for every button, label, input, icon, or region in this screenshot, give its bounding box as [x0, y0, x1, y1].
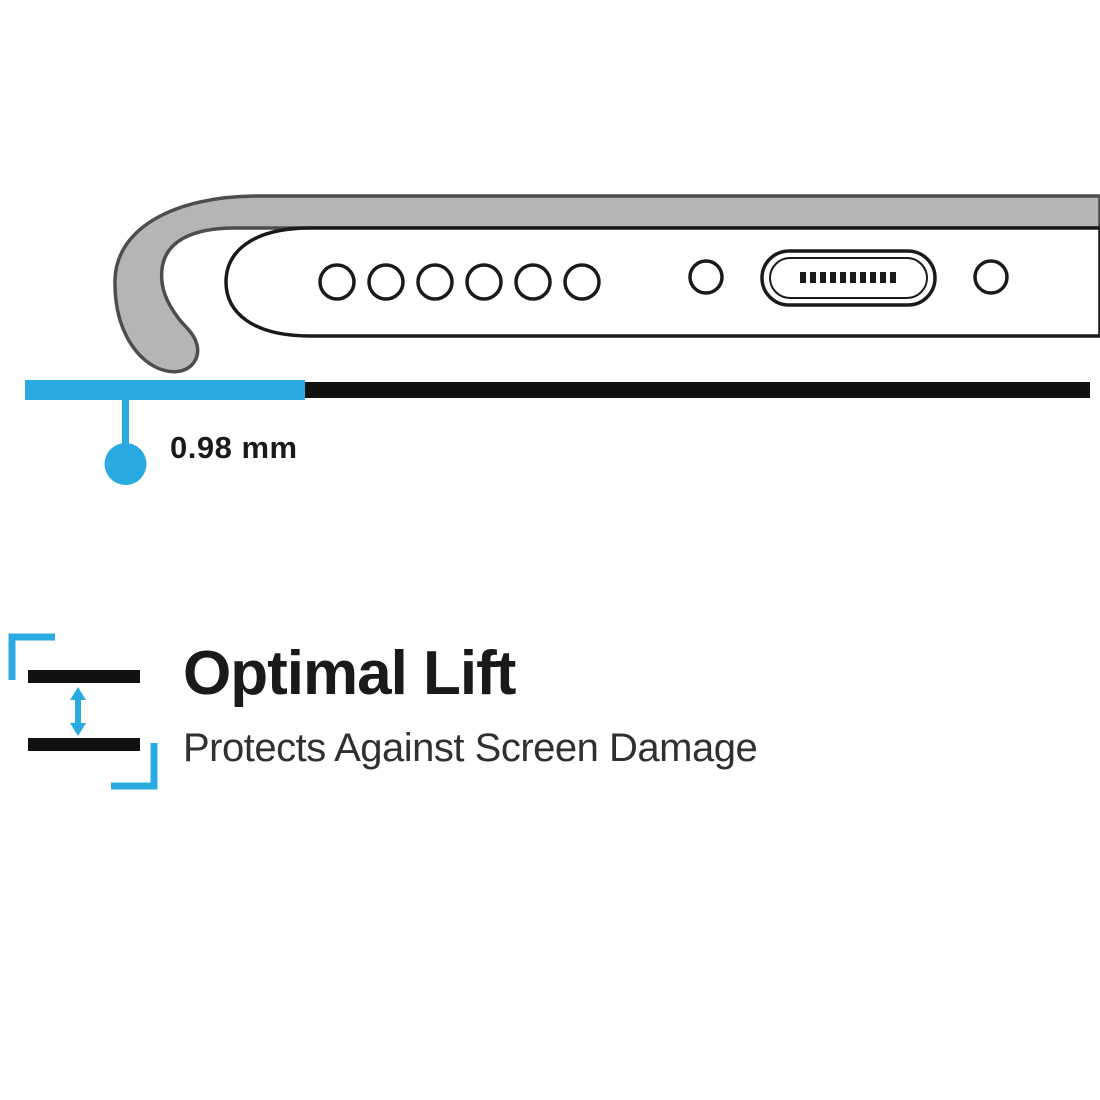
speaker-hole — [318, 263, 356, 301]
phone-body — [224, 226, 1100, 338]
speaker-hole — [416, 263, 454, 301]
port-outer-ring — [760, 249, 937, 307]
measurement-label: 0.98 mm — [170, 430, 298, 465]
port-inner-ring — [769, 257, 928, 299]
corner-bracket-bottom-right-icon — [111, 743, 158, 790]
corner-bracket-top-left-icon — [8, 633, 55, 680]
lift-icon — [8, 633, 158, 790]
lift-gap-bar — [25, 380, 305, 400]
surface-edge-bar — [28, 738, 140, 751]
mic-hole — [688, 259, 724, 295]
speaker-hole — [367, 263, 405, 301]
speaker-hole — [465, 263, 503, 301]
double-arrow-icon — [70, 687, 86, 736]
port-pins — [800, 272, 896, 283]
speaker-holes-icon — [318, 263, 601, 301]
speaker-hole — [563, 263, 601, 301]
measurement-dot-icon — [104, 443, 147, 485]
case-lip-shape — [113, 194, 1100, 374]
feature-subtitle: Protects Against Screen Damage — [183, 726, 758, 771]
feature-text-block: Optimal Lift Protects Against Screen Dam… — [183, 639, 758, 771]
phone-case-illustration — [25, 194, 1100, 485]
speaker-hole — [514, 263, 552, 301]
measurement-line — [122, 399, 129, 447]
screen-edge-bar — [28, 670, 140, 683]
surface-bar — [305, 382, 1090, 398]
feature-title: Optimal Lift — [183, 639, 516, 708]
screw-hole — [973, 259, 1009, 295]
charging-port-icon — [760, 249, 937, 307]
